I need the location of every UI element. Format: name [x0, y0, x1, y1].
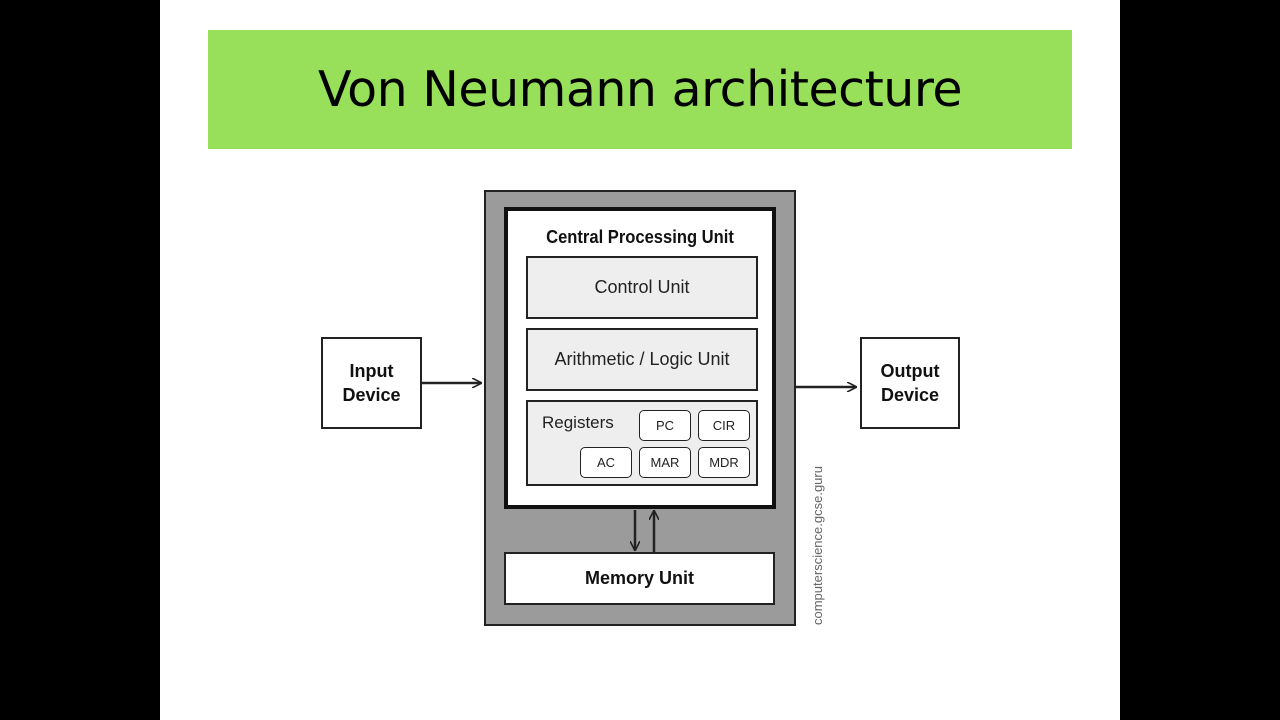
von-neumann-diagram: Input Device Output Device Central Proce…: [160, 0, 1120, 720]
register-mar: MAR: [639, 447, 691, 478]
input-device-label: Input Device: [342, 361, 401, 405]
source-credit: computerscience.gcse.guru: [810, 466, 825, 625]
register-cir: CIR: [698, 410, 750, 441]
memory-unit-label: Memory Unit: [584, 568, 694, 588]
memory-unit-box: Memory Unit: [504, 552, 775, 605]
slide-title: Von Neumann architecture: [317, 61, 963, 118]
connection-arrows: [422, 0, 1120, 552]
register-mdr: MDR: [698, 447, 750, 478]
title-bar: Von Neumann architecture: [208, 30, 1072, 149]
register-ac: AC: [580, 447, 632, 478]
register-mar-label: MAR: [650, 455, 680, 470]
cpu-title: Central Processing Unit: [546, 227, 734, 247]
registers-label: Registers: [542, 413, 614, 432]
output-device-box: Output Device: [860, 337, 960, 429]
register-ac-label: AC: [596, 455, 616, 470]
cpu-box: Central Processing Unit Control Unit Ari…: [504, 207, 776, 509]
alu-box: Arithmetic / Logic Unit: [526, 328, 758, 391]
register-pc: PC: [639, 410, 691, 441]
slide: Von Neumann architecture Input Device Ou…: [160, 0, 1120, 720]
register-cir-label: CIR: [712, 418, 736, 433]
register-pc-label: PC: [655, 418, 675, 433]
control-unit-label: Control Unit: [594, 277, 690, 297]
output-device-label: Output Device: [880, 361, 940, 405]
alu-label: Arithmetic / Logic Unit: [554, 349, 730, 369]
input-device-box: Input Device: [321, 337, 422, 429]
registers-box: Registers PC CIR AC MAR MDR: [526, 400, 758, 486]
control-unit-box: Control Unit: [526, 256, 758, 319]
register-mdr-label: MDR: [709, 455, 739, 470]
